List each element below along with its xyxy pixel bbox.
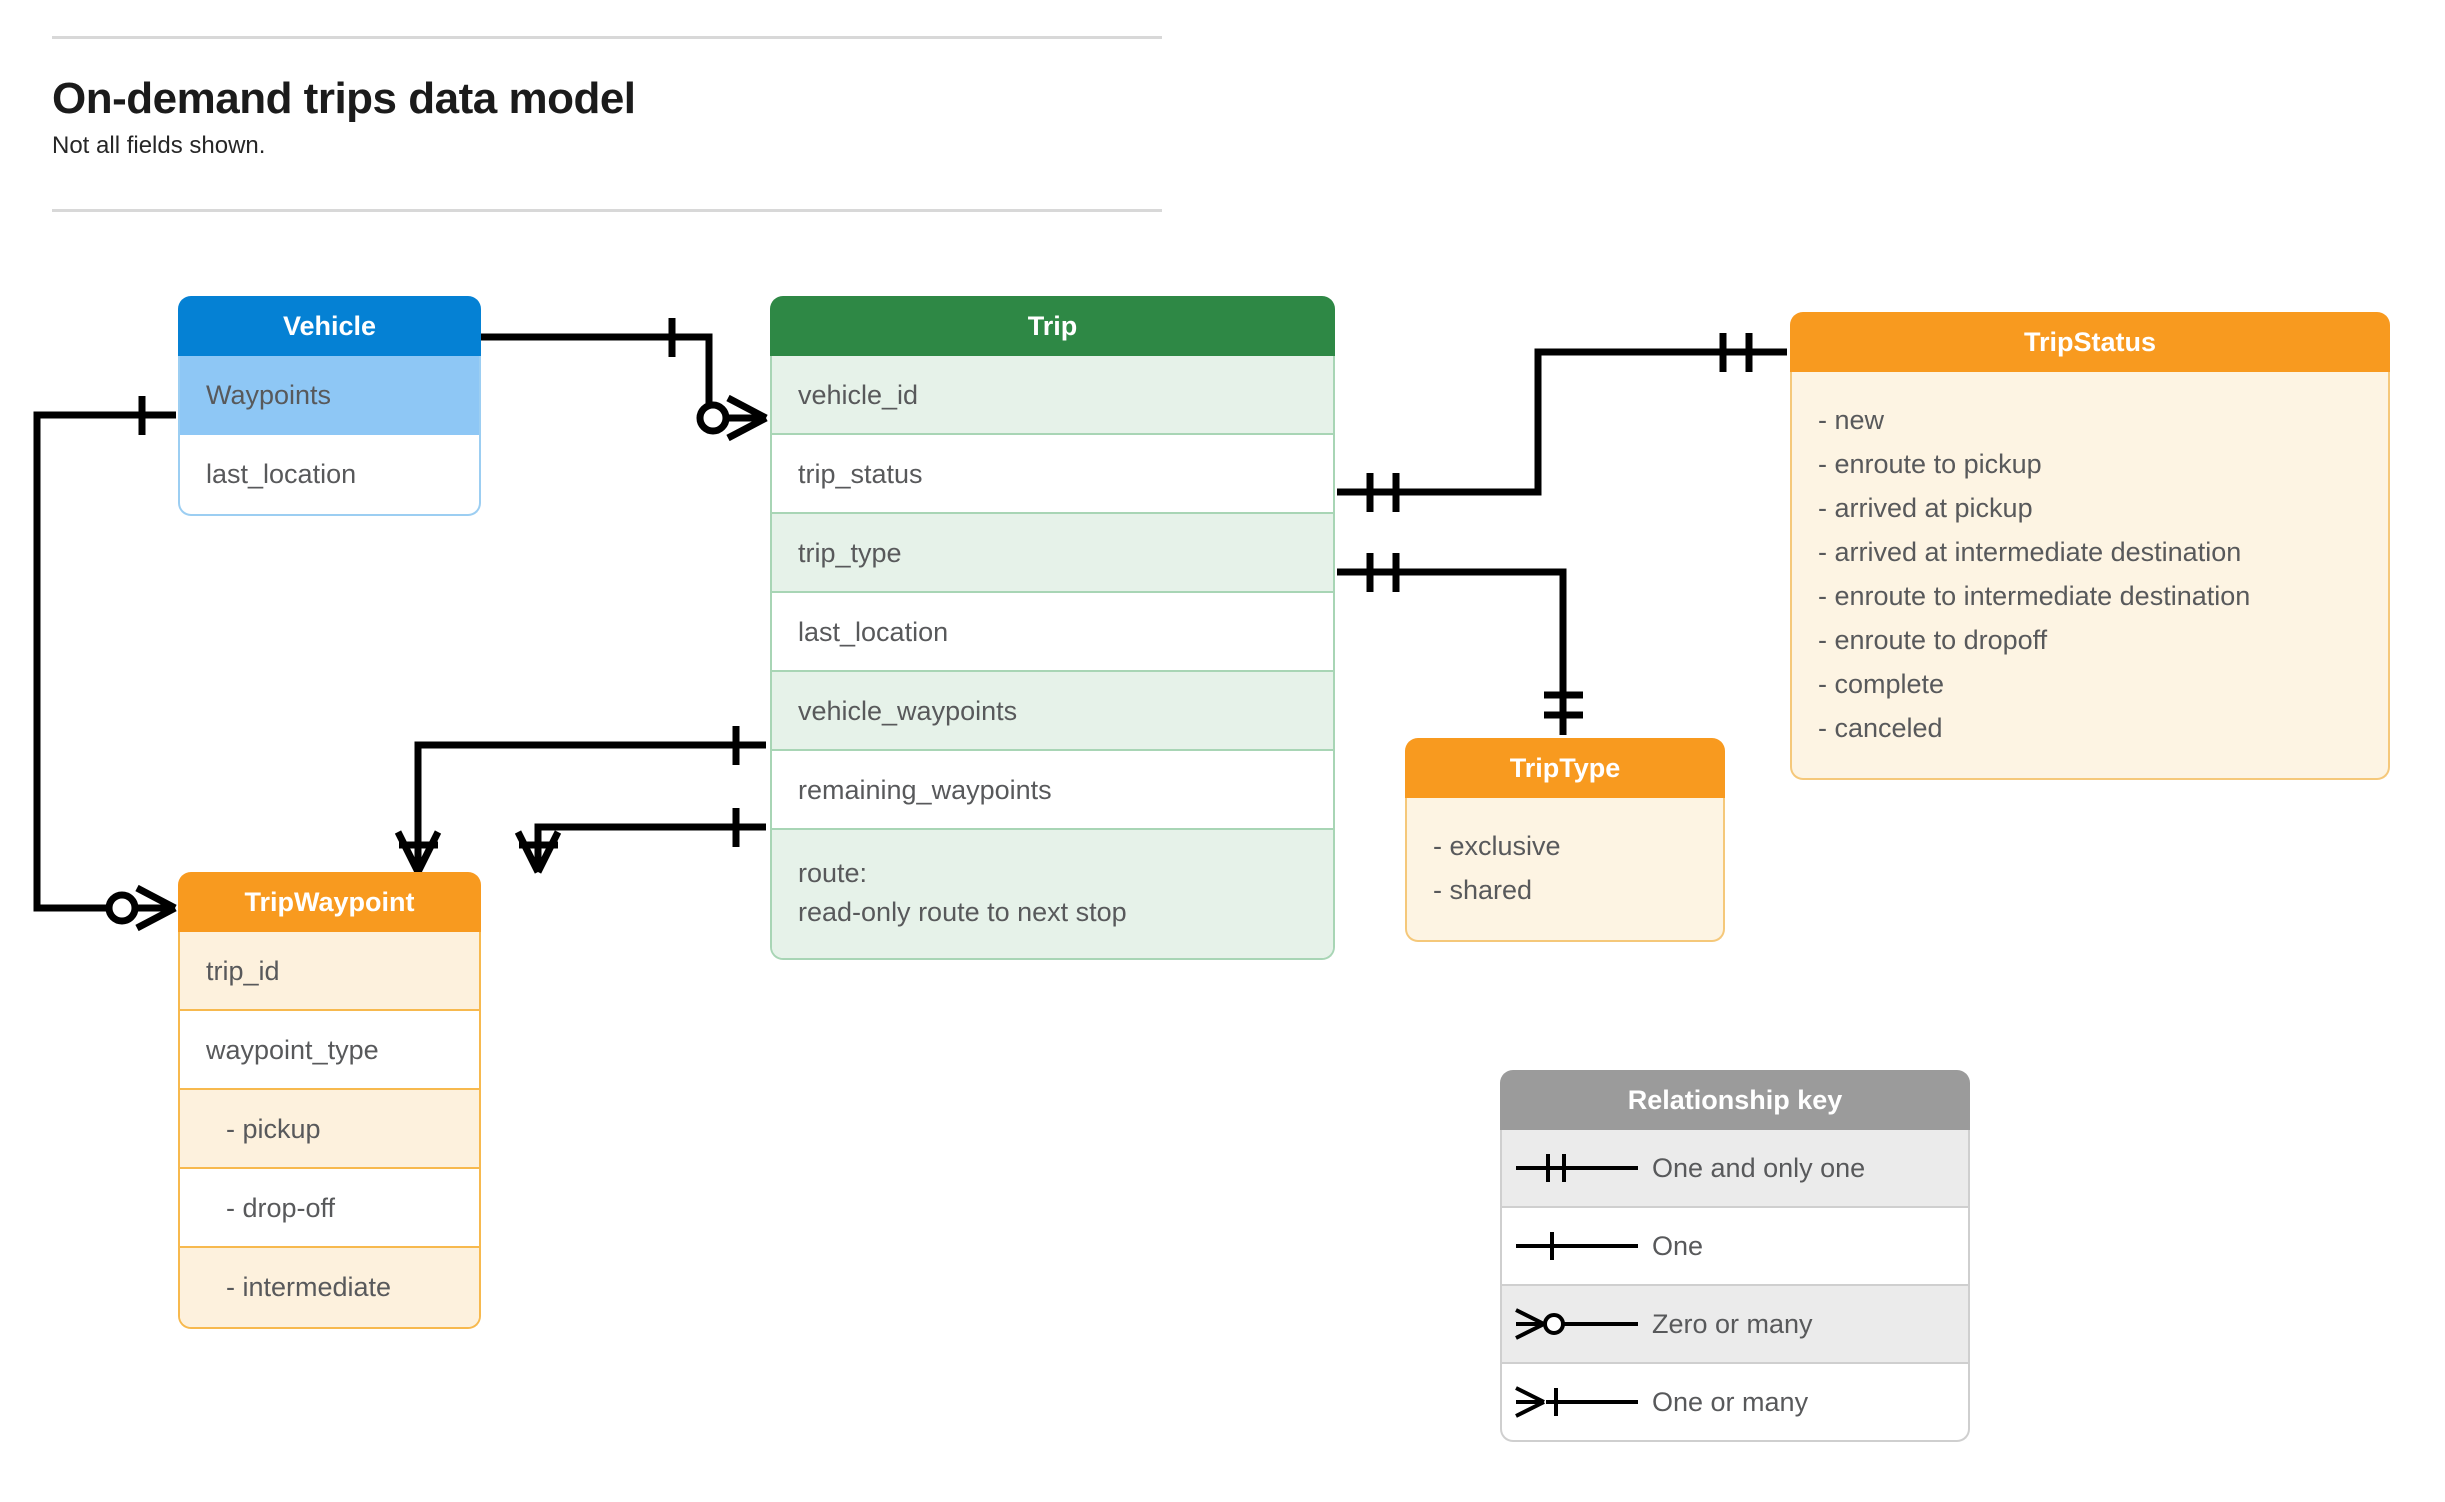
entity-tripwaypoint[interactable]: TripWaypoint trip_id waypoint_type - pic…: [178, 872, 481, 1329]
field-row[interactable]: Waypoints: [180, 356, 479, 435]
field-row[interactable]: waypoint_type: [180, 1011, 479, 1090]
enum-value: - arrived at pickup: [1818, 493, 2033, 523]
enum-value: - arrived at intermediate destination: [1818, 537, 2242, 567]
entity-tripstatus-title: TripStatus: [1790, 312, 2390, 372]
field-row[interactable]: - drop-off: [180, 1169, 479, 1248]
entity-trip-fields: vehicle_id trip_status trip_type last_lo…: [770, 356, 1335, 961]
entity-triptype-values: - exclusive - shared: [1405, 798, 1725, 942]
entity-triptype-title: TripType: [1405, 738, 1725, 798]
page-header: On-demand trips data model Not all field…: [52, 36, 1162, 160]
field-row[interactable]: trip_status: [772, 435, 1333, 514]
entity-vehicle[interactable]: Vehicle Waypoints last_location: [178, 296, 481, 516]
field-row[interactable]: last_location: [772, 593, 1333, 672]
legend-label: One and only one: [1652, 1152, 1866, 1183]
relationship-key-legend[interactable]: Relationship key One and only one: [1500, 1070, 1970, 1442]
entity-trip[interactable]: Trip vehicle_id trip_status trip_type la…: [770, 296, 1335, 961]
enum-value: - enroute to pickup: [1818, 449, 2042, 479]
field-row[interactable]: vehicle_id: [772, 356, 1333, 435]
legend-row[interactable]: One and only one: [1502, 1130, 1968, 1208]
entity-tripstatus[interactable]: TripStatus - new - enroute to pickup - a…: [1790, 312, 2390, 780]
enum-value: - complete: [1818, 669, 1945, 699]
enum-value: - exclusive: [1433, 831, 1561, 861]
enum-value: - shared: [1433, 875, 1533, 905]
header-divider-top: [52, 36, 1162, 39]
legend-row[interactable]: One or many: [1502, 1364, 1968, 1440]
zero-or-many-icon: [1502, 1304, 1652, 1344]
field-row[interactable]: - pickup: [180, 1090, 479, 1169]
enum-value: - new: [1818, 405, 1885, 435]
field-row[interactable]: remaining_waypoints: [772, 751, 1333, 830]
legend-label: One: [1652, 1230, 1704, 1261]
enum-value: - enroute to dropoff: [1818, 625, 2048, 655]
field-label: route:: [798, 858, 868, 888]
entity-triptype[interactable]: TripType - exclusive - shared: [1405, 738, 1725, 942]
enum-value: - enroute to intermediate destination: [1818, 581, 2251, 611]
header-divider-bottom: [52, 209, 1162, 212]
page-subtitle: Not all fields shown.: [52, 132, 266, 160]
field-row-route[interactable]: route: read-only route to next stop: [772, 830, 1333, 959]
entity-vehicle-fields: Waypoints last_location: [178, 356, 481, 516]
one-or-many-icon: [1502, 1382, 1652, 1422]
entity-tripstatus-values: - new - enroute to pickup - arrived at p…: [1790, 372, 2390, 780]
legend-label: Zero or many: [1652, 1308, 1813, 1339]
legend-row[interactable]: Zero or many: [1502, 1286, 1968, 1364]
one-and-only-one-icon: [1502, 1148, 1652, 1188]
legend-title: Relationship key: [1500, 1070, 1970, 1130]
field-description: read-only route to next stop: [798, 897, 1127, 928]
field-row[interactable]: trip_type: [772, 514, 1333, 593]
entity-trip-title: Trip: [770, 296, 1335, 356]
entity-vehicle-title: Vehicle: [178, 296, 481, 356]
legend-label: One or many: [1652, 1386, 1809, 1417]
field-row[interactable]: vehicle_waypoints: [772, 672, 1333, 751]
field-row[interactable]: - intermediate: [180, 1248, 479, 1327]
entity-tripwaypoint-title: TripWaypoint: [178, 872, 481, 932]
enum-value: - canceled: [1818, 713, 1943, 743]
field-row[interactable]: trip_id: [180, 932, 479, 1011]
one-icon: [1502, 1226, 1652, 1266]
entity-tripwaypoint-fields: trip_id waypoint_type - pickup - drop-of…: [178, 932, 481, 1329]
field-row[interactable]: last_location: [206, 459, 357, 489]
legend-rows: One and only one One: [1500, 1130, 1970, 1442]
page-title: On-demand trips data model: [52, 74, 636, 123]
legend-row[interactable]: One: [1502, 1208, 1968, 1286]
